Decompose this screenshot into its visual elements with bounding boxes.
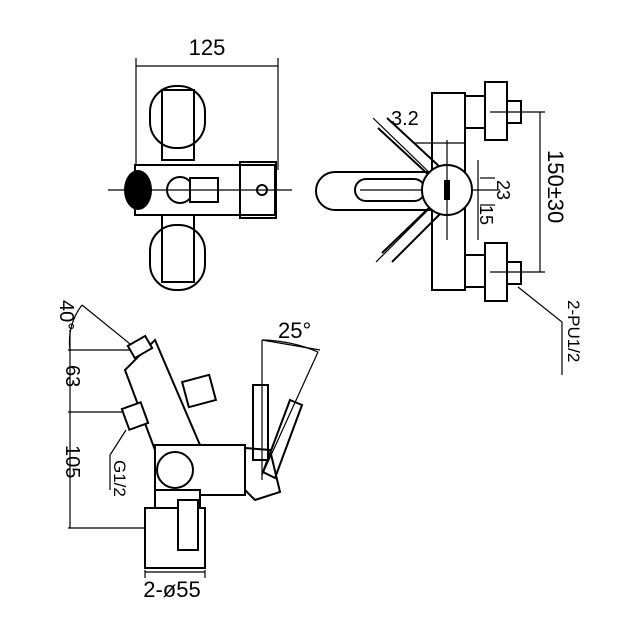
label-g1-2: G1/2 [110, 460, 129, 497]
dim-23: 23 [493, 180, 513, 200]
angle-25: 25° [278, 318, 311, 343]
dim-105: 105 [61, 445, 83, 478]
dim-3-2: 3.2 [391, 108, 419, 130]
dim-150-30: 150±30 [543, 150, 568, 223]
dim-125: 125 [189, 35, 226, 60]
bottom-view: 40° 63 105 G1/2 2-ø55 25° [55, 300, 321, 602]
angle-40: 40° [55, 300, 77, 330]
front-view: 125 [108, 35, 292, 291]
dim-15: 15 [476, 205, 496, 225]
side-view: 150±30 3.2 23 15 2-PU1/2 [315, 81, 583, 375]
dim-2-d55: 2-ø55 [143, 577, 200, 602]
label-2-pu1-2: 2-PU1/2 [564, 300, 583, 362]
dim-63: 63 [61, 365, 83, 387]
